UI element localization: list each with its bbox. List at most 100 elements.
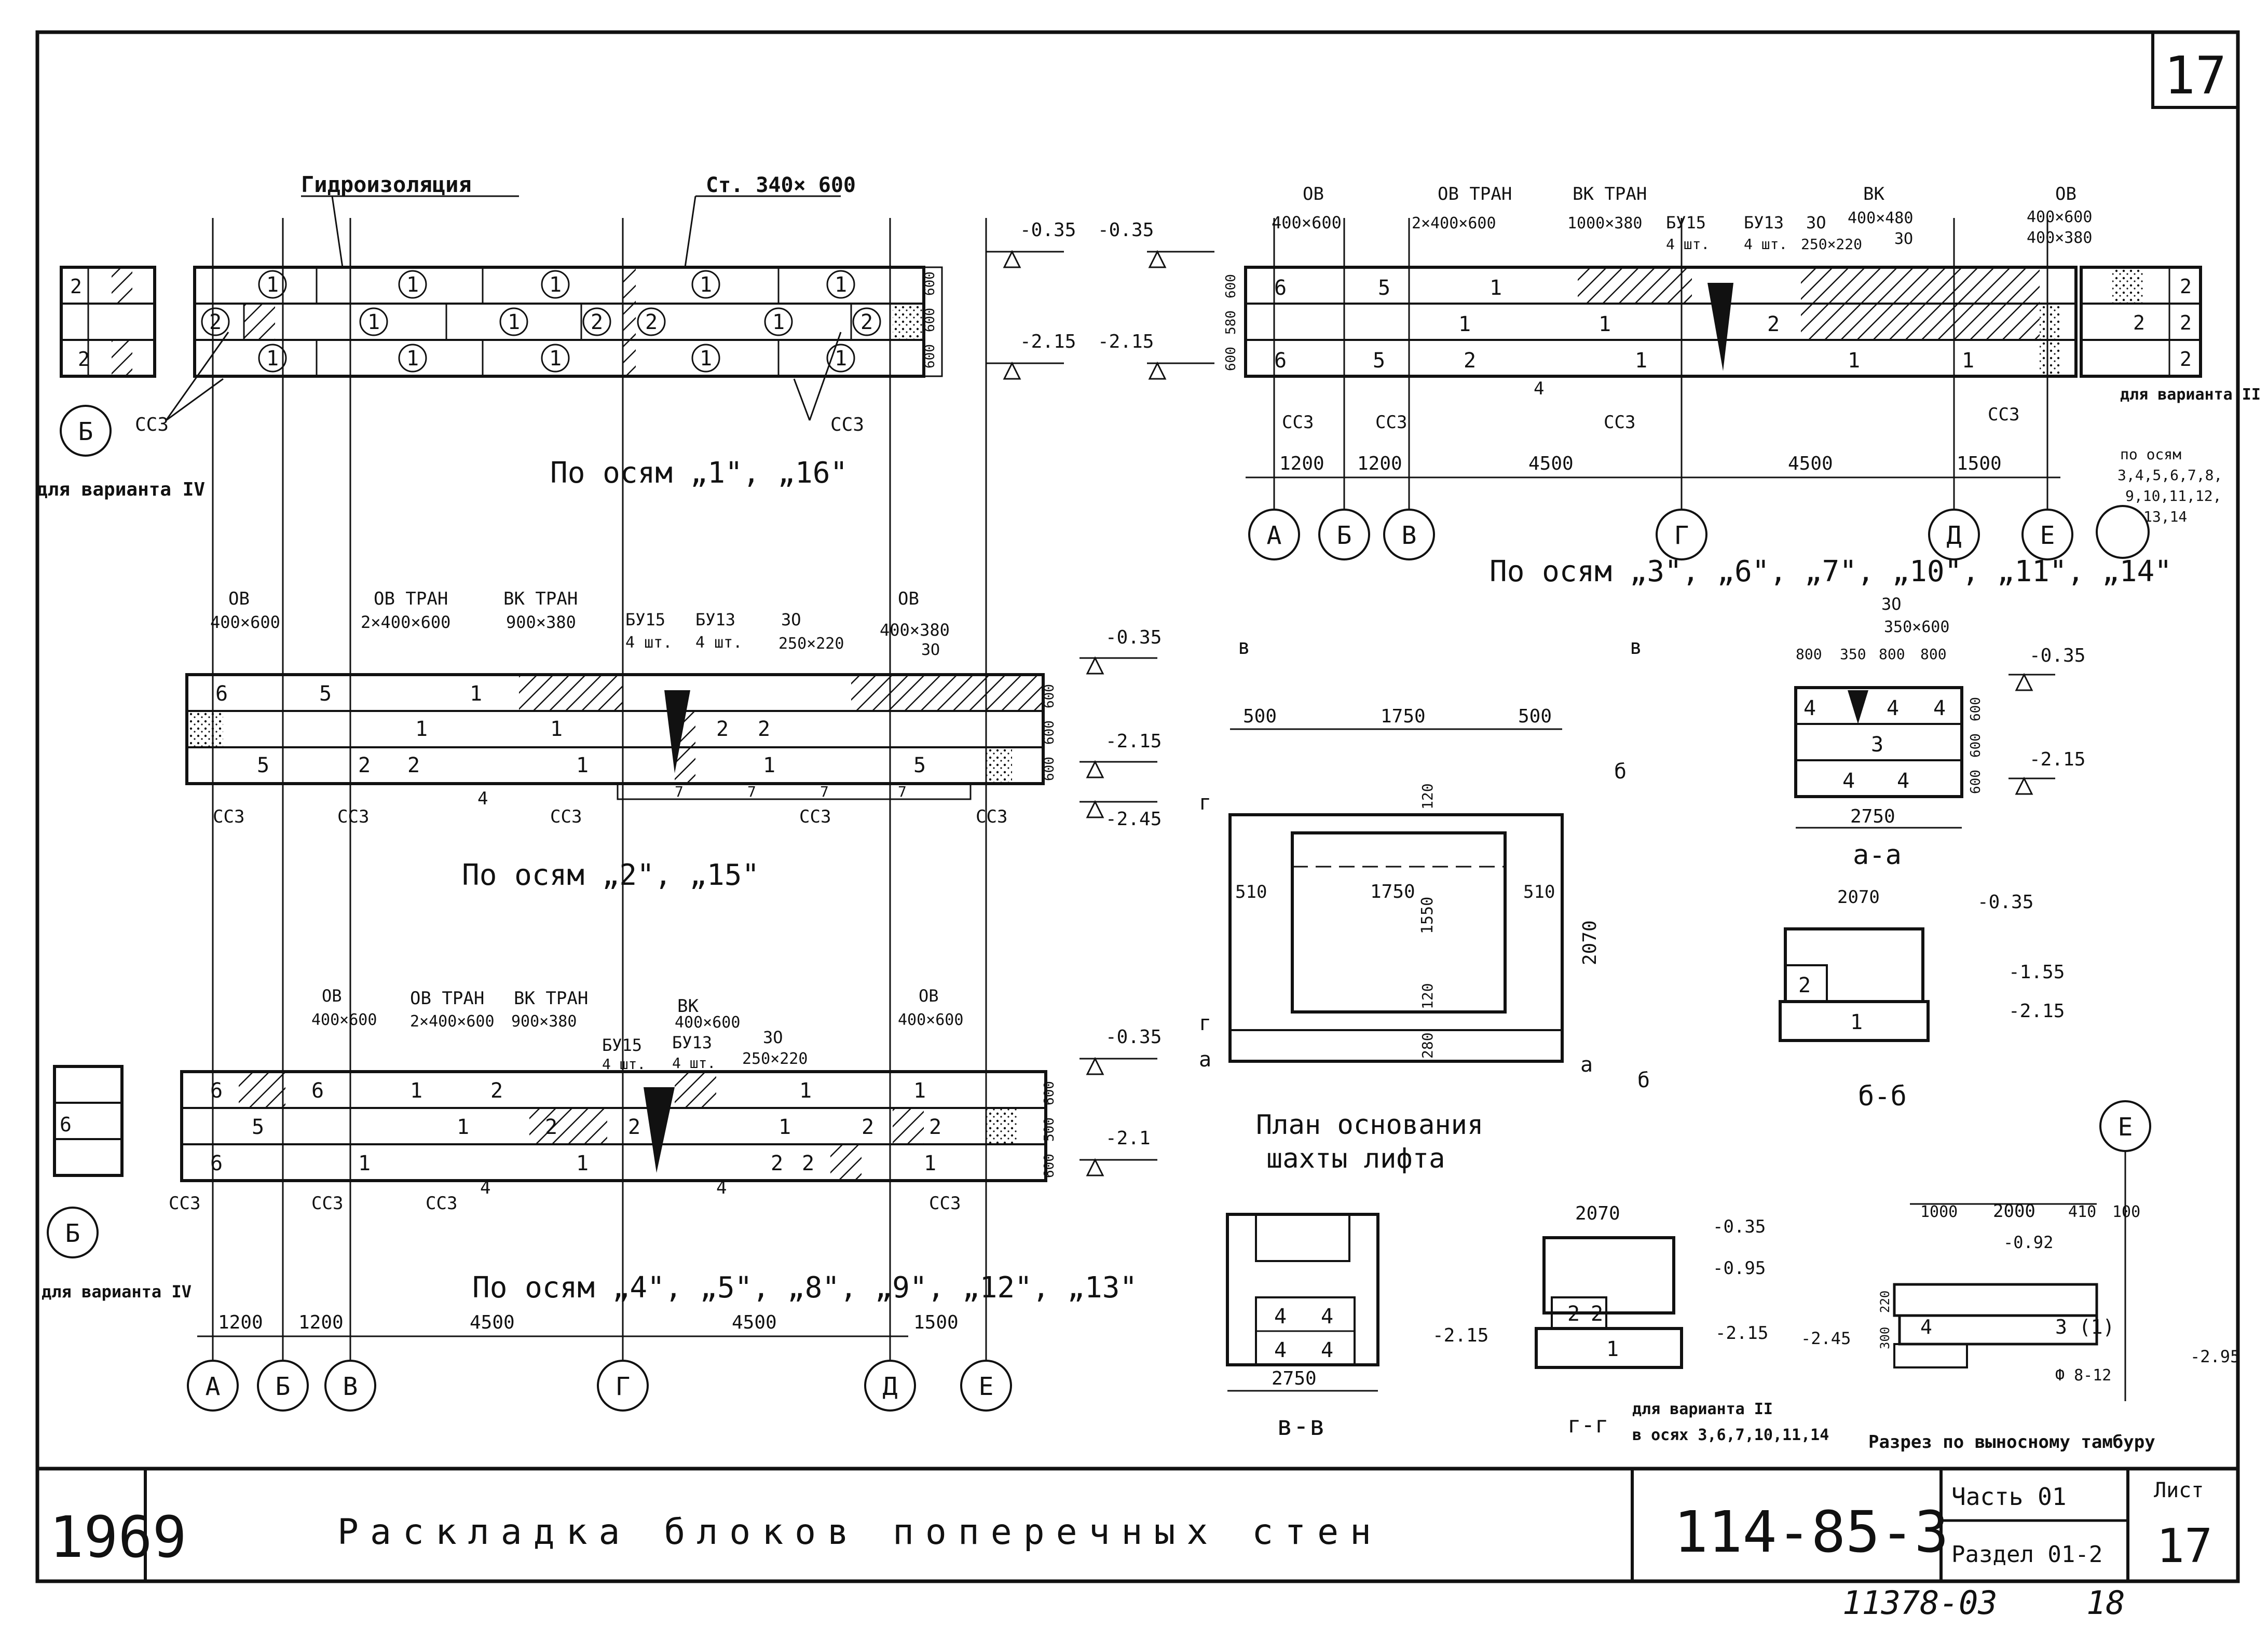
svg-text:1: 1 [799,1079,812,1103]
vestibule-section: 4 3 (1) 1000 2000 410 100 -0.92 -2.45 -2… [1801,1100,2240,1453]
svg-text:в: в [1630,635,1642,659]
svg-text:800: 800 [1879,646,1905,663]
svg-text:2000: 2000 [1993,1201,2035,1222]
svg-text:ССЗ: ССЗ [1282,412,1314,433]
svg-text:250×220: 250×220 [742,1050,808,1068]
svg-text:1: 1 [772,310,785,334]
svg-text:3,4,5,6,7,8,: 3,4,5,6,7,8, [2117,467,2222,484]
svg-text:Ф 8-12: Ф 8-12 [2055,1366,2111,1385]
svg-text:1: 1 [1458,312,1471,336]
svg-text:1550: 1550 [1418,897,1437,934]
svg-text:Г: Г [616,1372,631,1401]
svg-text:ССЗ: ССЗ [135,414,169,435]
sheet-number-box [2151,31,2239,109]
section-b-b: 2 1 2070 -0.35 -1.55 -2.15 б-б [1779,887,2065,1112]
svg-text:для варианта IV: для варианта IV [36,479,205,500]
svg-text:6: 6 [60,1113,72,1136]
svg-text:400×600: 400×600 [675,1014,740,1032]
svg-text:2: 2 [1591,1302,1603,1326]
svg-text:580: 580 [1223,310,1239,335]
svg-text:400×600: 400×600 [1272,213,1342,232]
svg-text:-2.15: -2.15 [1098,331,1154,352]
svg-text:2750: 2750 [1850,806,1895,827]
year: 1969 [49,1504,187,1570]
svg-text:ССЗ: ССЗ [213,806,244,827]
svg-text:400×480: 400×480 [1848,209,1913,227]
svg-text:500: 500 [1518,706,1552,727]
svg-text:ОВ: ОВ [322,986,342,1006]
svg-text:ОВ: ОВ [1303,184,1324,204]
svg-text:220: 220 [1878,1291,1892,1313]
svg-text:500: 500 [1042,1117,1057,1142]
svg-text:600: 600 [1968,733,1984,758]
svg-text:ОВ: ОВ [2055,184,2076,204]
svg-text:1200: 1200 [218,1312,263,1333]
svg-text:Б: Б [65,1219,80,1248]
svg-text:1: 1 [778,1115,791,1139]
svg-text:ССЗ: ССЗ [976,806,1007,827]
svg-text:600: 600 [1042,684,1057,708]
svg-text:4: 4 [1897,769,1909,793]
svg-text:1: 1 [913,1079,926,1103]
svg-text:1: 1 [835,273,847,297]
svg-text:-0.95: -0.95 [1713,1258,1766,1279]
svg-text:410: 410 [2068,1203,2096,1221]
svg-text:А: А [1267,521,1282,550]
svg-text:г: г [1199,1011,1211,1035]
svg-text:ОВ ТРАН: ОВ ТРАН [374,588,448,609]
svg-text:600: 600 [1968,697,1984,721]
svg-text:600: 600 [1223,347,1239,371]
svg-text:-0.35: -0.35 [1977,892,2033,913]
svg-text:-2.15: -2.15 [2009,1001,2065,1022]
svg-text:4: 4 [477,788,488,809]
svg-text:2: 2 [645,310,658,334]
svg-text:По осям „2", „15": По осям „2", „15" [462,858,759,892]
svg-text:ССЗ: ССЗ [929,1193,961,1214]
svg-text:Е: Е [979,1372,994,1401]
svg-text:1000: 1000 [1920,1203,1958,1221]
svg-text:По осям „3", „6", „7", „10", „: По осям „3", „6", „7", „10", „11", „14" [1490,555,2172,588]
svg-text:4 шт.: 4 шт. [672,1055,716,1072]
svg-text:1: 1 [700,347,712,371]
svg-text:1200: 1200 [1357,453,1402,474]
svg-text:ВК: ВК [1863,184,1884,204]
svg-text:4: 4 [1274,1338,1287,1362]
sheet-number: 17 [2164,45,2226,106]
svg-text:2: 2 [209,310,222,334]
section-v-v: 4 4 4 4 -2.15 2750 в-в [1226,1213,1488,1442]
svg-text:400×380: 400×380 [2027,229,2092,247]
axis-bubbles-top-right: А Б В Г Д Е [1248,218,2073,560]
svg-text:Гидроизоляция: Гидроизоляция [301,172,472,197]
svg-text:1: 1 [358,1152,371,1175]
section: Раздел 01-2 [1951,1541,2102,1568]
svg-text:4: 4 [1321,1305,1333,1329]
svg-text:А: А [206,1372,221,1401]
svg-text:БУ13: БУ13 [695,610,735,629]
svg-text:ЗО: ЗО [763,1028,783,1047]
svg-text:2070: 2070 [1579,920,1601,965]
section-a-a: 4 4 4 3 4 4 ЗО 350×600 800 350 800 800 2… [1794,594,2085,871]
svg-text:4 шт.: 4 шт. [695,634,742,652]
svg-text:7: 7 [820,783,829,800]
lift-shaft-plan: 500 1750 500 510 1750 510 120 1550 120 2… [1199,635,1650,1174]
svg-text:2: 2 [2180,275,2192,298]
svg-text:б-б: б-б [1858,1081,1907,1112]
svg-text:4 шт.: 4 шт. [1666,236,1710,253]
svg-text:4: 4 [1321,1338,1333,1362]
svg-text:1: 1 [470,682,482,706]
svg-text:120: 120 [1419,783,1436,810]
svg-text:ССЗ: ССЗ [1988,404,2019,425]
svg-text:-0.35: -0.35 [1105,1026,1162,1048]
svg-text:4500: 4500 [732,1312,777,1333]
svg-text:ВК: ВК [677,996,699,1017]
svg-text:В: В [343,1372,358,1401]
svg-text:350: 350 [1840,646,1866,663]
svg-text:ОВ ТРАН: ОВ ТРАН [410,988,484,1009]
svg-text:500: 500 [1243,706,1277,727]
svg-text:ВК ТРАН: ВК ТРАН [1573,184,1647,204]
svg-text:4: 4 [1804,696,1816,720]
svg-text:-2.15: -2.15 [1432,1325,1488,1346]
svg-text:ВК ТРАН: ВК ТРАН [514,988,588,1009]
svg-text:а: а [1580,1053,1593,1077]
svg-text:ССЗ: ССЗ [830,414,864,435]
